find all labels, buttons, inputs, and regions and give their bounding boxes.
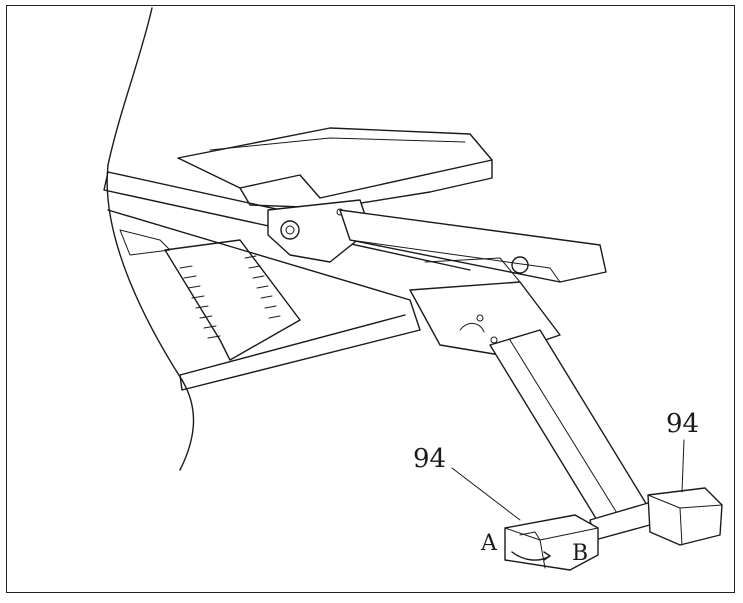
rear-leg-edge — [509, 339, 621, 519]
foot-cap-right-front — [679, 507, 683, 546]
foot-cap-right — [647, 487, 723, 546]
seat-knob-center-icon — [285, 225, 295, 235]
left-contour-curve — [106, 7, 195, 471]
frame-plate-inner — [119, 229, 171, 256]
callout-94-right: 94 — [666, 409, 700, 439]
rear-leg — [489, 329, 651, 526]
slot-holes — [179, 255, 281, 339]
bracket-bolt-bottom-icon — [490, 336, 498, 344]
upper-beam — [339, 209, 607, 283]
frame-plate — [107, 209, 421, 391]
beam-pivot-icon — [511, 256, 529, 274]
slot-plate — [164, 239, 301, 361]
callout-point-b: B — [572, 541, 589, 566]
seat-top-edge — [209, 137, 466, 151]
leader-line-right — [681, 439, 685, 493]
bracket-bolt-top-icon — [476, 314, 484, 322]
bracket-top — [424, 257, 521, 283]
callout-94-left: 94 — [413, 444, 447, 474]
foot-cap-left — [504, 514, 599, 571]
foot-cap-left-notch — [519, 531, 541, 541]
seat-base — [239, 159, 493, 209]
foot-cap-left-front — [539, 539, 546, 569]
upper-beam-edge — [349, 239, 561, 283]
bracket-arc — [459, 323, 485, 333]
drawing-frame — [6, 5, 735, 593]
callout-point-a: A — [481, 531, 497, 556]
leader-line-left — [451, 467, 521, 521]
seat-knob-icon — [280, 220, 300, 240]
rotate-arrow-icon — [511, 551, 551, 561]
